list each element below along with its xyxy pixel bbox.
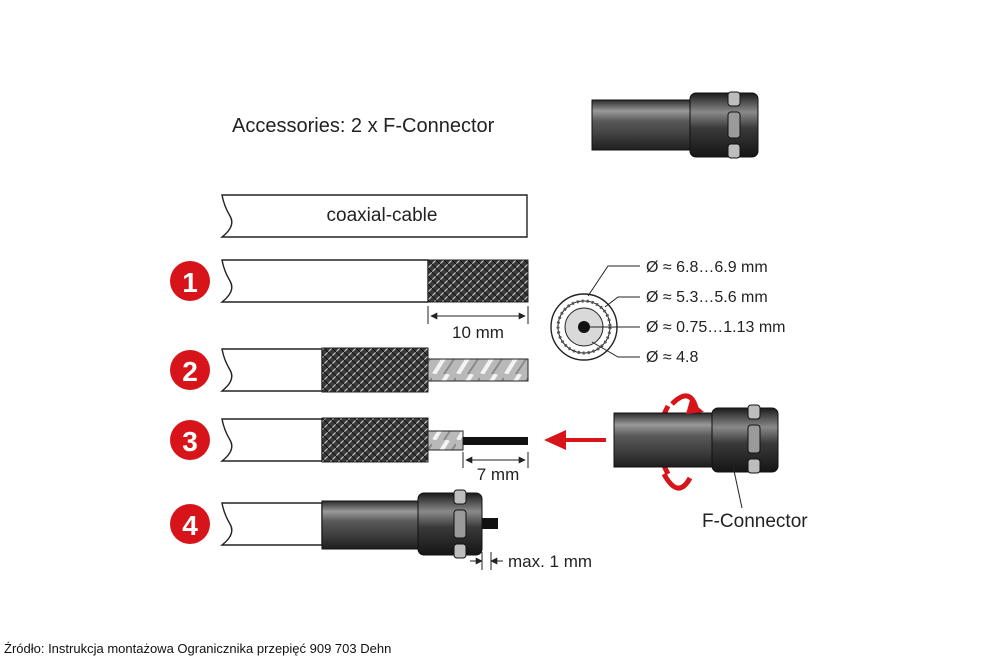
f-connector-screw-on-illustration: F-Connector bbox=[613, 393, 808, 532]
coaxial-cable-illustration: coaxial-cable bbox=[219, 194, 528, 238]
step-4-illustration: 4 max. 1 mm bbox=[170, 489, 592, 571]
step-2-illustration: 2 bbox=[170, 347, 529, 393]
f-connector-label: F-Connector bbox=[702, 511, 808, 532]
cross-section-shield-diameter: Ø ≈ 5.3…5.6 mm bbox=[646, 289, 768, 306]
step-3-illustration: 3 7 mm bbox=[170, 417, 529, 484]
insert-direction-arrow bbox=[544, 430, 606, 450]
step-1-dimension: 10 mm bbox=[452, 323, 504, 342]
step-1-badge: 1 bbox=[182, 267, 198, 298]
step-4-badge: 4 bbox=[182, 510, 198, 541]
cross-section-dielectric-diameter: Ø ≈ 4.8 bbox=[646, 349, 698, 366]
step-4-dimension: max. 1 mm bbox=[508, 552, 592, 571]
step-2-badge: 2 bbox=[182, 356, 198, 387]
cross-section-conductor-diameter: Ø ≈ 0.75…1.13 mm bbox=[646, 319, 786, 336]
source-caption: Źródło: Instrukcja montażowa Ogranicznik… bbox=[4, 641, 392, 656]
cable-cross-section: Ø ≈ 6.8…6.9 mm Ø ≈ 5.3…5.6 mm Ø ≈ 0.75…1… bbox=[550, 259, 786, 366]
accessory-f-connector-illustration bbox=[591, 91, 759, 159]
step-3-dimension: 7 mm bbox=[477, 465, 520, 484]
cross-section-outer-diameter: Ø ≈ 6.8…6.9 mm bbox=[646, 259, 768, 276]
accessories-label: Accessories: 2 x F-Connector bbox=[232, 115, 495, 137]
cable-label: coaxial-cable bbox=[327, 205, 438, 226]
step-1-illustration: 1 10 mm bbox=[170, 259, 529, 342]
step-3-badge: 3 bbox=[182, 426, 198, 457]
